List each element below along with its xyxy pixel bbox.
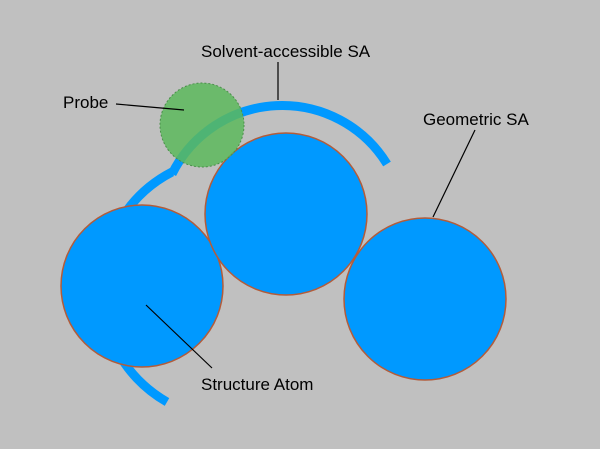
atom-middle <box>204 132 368 296</box>
atom-left <box>60 204 224 368</box>
leader-geometric <box>432 129 476 218</box>
leader-probe <box>115 103 185 111</box>
label-geometric: Geometric SA <box>423 110 529 129</box>
probe-sphere <box>159 82 245 168</box>
atom-right <box>343 217 507 381</box>
label-probe: Probe <box>63 93 108 112</box>
label-structure-atom: Structure Atom <box>201 375 313 394</box>
leader-structure-atom <box>145 304 213 369</box>
label-solvent-accessible: Solvent-accessible SA <box>201 42 371 61</box>
